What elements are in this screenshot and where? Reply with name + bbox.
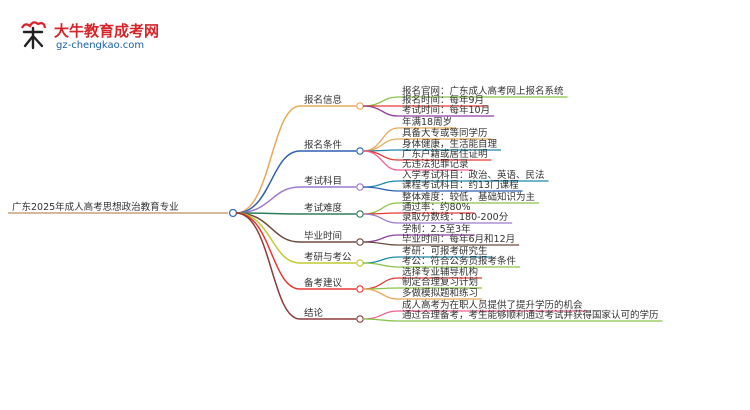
leaf-2-3[interactable]: 身体健康，生活能自理 — [402, 138, 498, 150]
branch-node-dot — [356, 259, 364, 267]
leaf-3-2[interactable]: 课程考试科目：约13门课程 — [402, 179, 519, 191]
leaf-7-3[interactable]: 多做模拟题和练习 — [402, 287, 478, 299]
leaf-2-2[interactable]: 具备大专或等同学历 — [402, 127, 488, 139]
site-logo[interactable]: 大牛教育成考网 gz-chengkao.com — [16, 18, 176, 54]
branch-node-dot — [356, 147, 364, 155]
branch-node-dot — [356, 183, 364, 191]
leaf-7-1[interactable]: 选择专业辅导机构 — [402, 266, 478, 278]
leaf-7-2[interactable]: 制定合理复习计划 — [402, 276, 478, 288]
branch-2-label[interactable]: 报名条件 — [304, 139, 343, 151]
logo-title: 大牛教育成考网 — [54, 22, 160, 40]
leaf-3-1[interactable]: 入学考试科目：政治、英语、民法 — [402, 169, 545, 181]
leaf-1-3[interactable]: 考试时间：每年10月 — [402, 104, 490, 116]
leaf-8-2[interactable]: 通过合理备考，考生能够顺利通过考试并获得国家认可的学历 — [402, 309, 659, 321]
branch-node-dot — [356, 102, 364, 110]
branch-node-dot — [356, 238, 364, 246]
branch-node-dot — [356, 315, 364, 323]
root-node-dot — [228, 208, 238, 218]
branch-7-label[interactable]: 备考建议 — [304, 277, 343, 289]
leaf-2-4[interactable]: 广东户籍或居住证明 — [402, 148, 488, 160]
leaf-8-1[interactable]: 成人高考为在职人员提供了提升学历的机会 — [402, 299, 583, 311]
leaf-2-1[interactable]: 年满18周岁 — [402, 116, 452, 128]
leaf-4-2[interactable]: 通过率：约80% — [402, 201, 471, 213]
leaf-2-5[interactable]: 无违法犯罪记录 — [402, 158, 469, 170]
leaf-4-3[interactable]: 录取分数线：180-200分 — [402, 211, 509, 223]
root-topic[interactable]: 广东2025年成人高考思想政治教育专业 — [12, 201, 179, 213]
bull-logo-icon — [21, 21, 47, 50]
leaf-4-1[interactable]: 整体难度：较低，基础知识为主 — [402, 191, 535, 203]
leaf-1-2[interactable]: 报名时间：每年9月 — [402, 94, 484, 106]
logo-url: gz-chengkao.com — [56, 40, 145, 51]
branch-6-label[interactable]: 考研与考公 — [304, 252, 352, 263]
branch-8-label[interactable]: 结论 — [304, 307, 324, 319]
branch-node-dot — [356, 285, 364, 293]
leaf-5-2[interactable]: 毕业时间：每年6月和12月 — [402, 233, 515, 245]
leaf-5-1[interactable]: 学制：2.5至3年 — [402, 223, 471, 235]
branch-5-label[interactable]: 毕业时间 — [304, 230, 342, 242]
leaf-1-1[interactable]: 报名官网：广东成人高考网上报名系统 — [402, 85, 564, 97]
branch-3-label[interactable]: 考试科目 — [304, 175, 342, 187]
branch-4-label[interactable]: 考试难度 — [304, 202, 343, 214]
branch-node-dot — [356, 210, 364, 218]
leaf-6-1[interactable]: 考研：可报考研究生 — [402, 245, 488, 257]
leaf-6-2[interactable]: 考公：符合公务员报考条件 — [402, 255, 517, 267]
branch-1-label[interactable]: 报名信息 — [304, 94, 342, 106]
